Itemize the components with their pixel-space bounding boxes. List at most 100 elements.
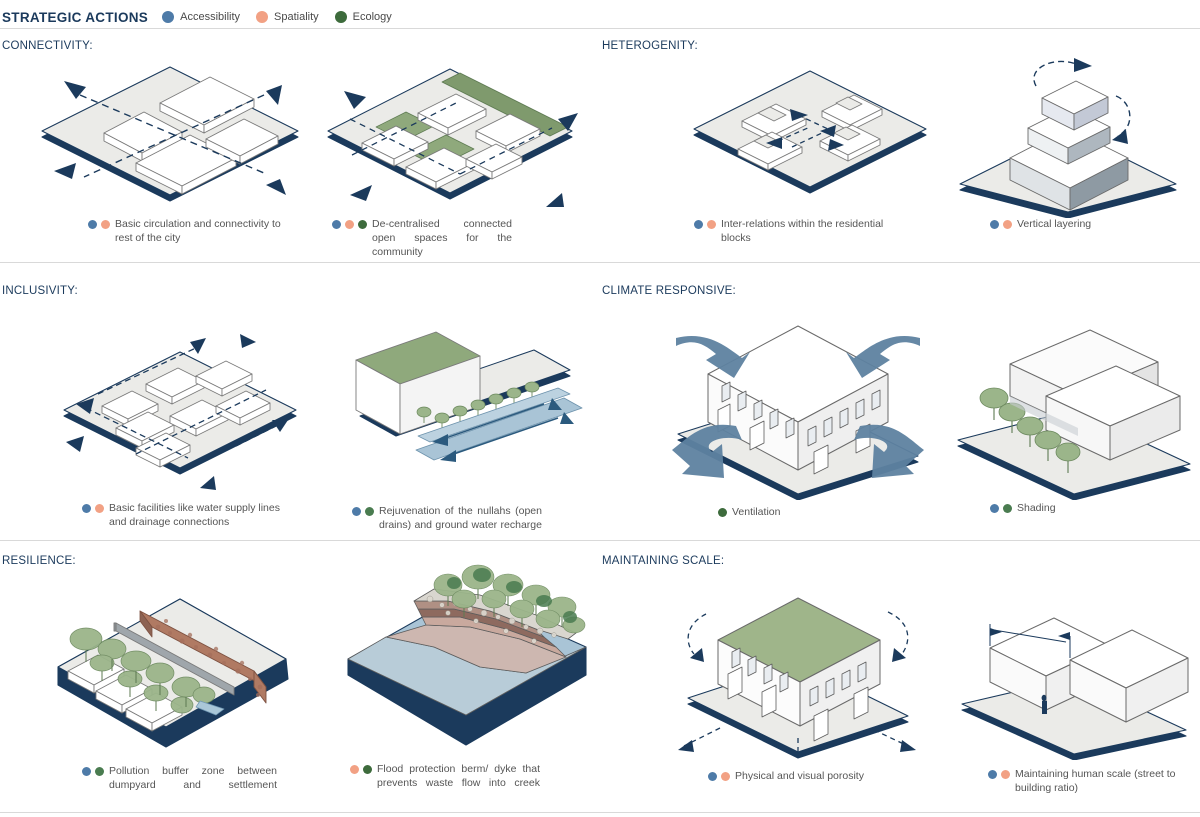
section-heading-heterogenity: HETEROGENITY:: [602, 40, 698, 52]
diagram-rejuvenation-nullahs: [355, 331, 583, 462]
section-heading-inclusivity: INCLUSIVITY:: [2, 285, 78, 297]
tag-dot-spatiality: [721, 772, 730, 781]
tag-dot-spatiality: [1003, 220, 1012, 229]
diagram-flood-protection-berm: [347, 564, 587, 746]
legend-label-accessibility: Accessibility: [180, 11, 241, 23]
caption-dots: [82, 502, 104, 513]
tag-dot-ecology: [718, 508, 727, 517]
caption-flood-protection-berm: Flood protection berm/ dyke that prevent…: [350, 763, 540, 805]
caption-physical-visual-porosity: Physical and visual porosity: [708, 770, 928, 784]
caption-text: Maintaining human scale (street to build…: [1015, 768, 1176, 794]
caption-dots: [988, 768, 1010, 779]
sheet-header: STRATEGIC ACTIONS Accessibility Spatiali…: [0, 6, 1200, 28]
cell-vertical-layering: Vertical layering: [950, 40, 1200, 255]
tag-dot-ecology: [363, 765, 372, 774]
caption-dots: [352, 505, 374, 516]
cell-rejuvenation-nullahs: Rejuvenation of the nullahs (open drains…: [320, 300, 610, 550]
tag-dot-accessibility: [332, 220, 341, 229]
tag-dot-spatiality: [95, 504, 104, 513]
tag-dot-spatiality: [345, 220, 354, 229]
caption-dots: [990, 218, 1012, 229]
row1-divider: [0, 262, 1200, 263]
caption-dots: [82, 765, 104, 776]
header-divider: [0, 28, 1200, 29]
tag-dot-ecology: [95, 767, 104, 776]
legend-label-ecology: Ecology: [352, 11, 392, 23]
cell-de-centralised-open-spaces: De-centralised connected open spaces for…: [310, 55, 600, 258]
cell-ventilation: Ventilation: [650, 300, 940, 550]
tag-dot-accessibility: [990, 220, 999, 229]
section-heading-climate-responsive: CLIMATE RESPONSIVE:: [602, 285, 736, 297]
tag-dot-ecology: [365, 507, 374, 516]
diagram-inter-relations: [693, 70, 927, 194]
caption-dots: [332, 218, 367, 229]
caption-dots: [694, 218, 716, 229]
tag-dot-ecology: [358, 220, 367, 229]
section-heading-connectivity: CONNECTIVITY:: [2, 40, 93, 52]
caption-dots: [88, 218, 110, 229]
legend-item-ecology: Ecology: [334, 11, 392, 23]
tag-dot-accessibility: [82, 504, 91, 513]
caption-text: Rejuvenation of the nullahs (open drains…: [379, 505, 542, 531]
caption-dots: [990, 502, 1012, 513]
caption-ventilation: Ventilation: [718, 506, 918, 520]
cell-pollution-buffer-zone: Pollution buffer zone between dumpyard a…: [40, 575, 320, 805]
caption-text: Shading: [1017, 502, 1056, 514]
caption-inter-relations-residential-blocks: Inter-relations within the residential b…: [694, 218, 904, 246]
cell-shading: Shading: [950, 320, 1200, 550]
caption-dots: [350, 763, 372, 774]
diagram-ventilation: [672, 325, 924, 500]
caption-shading: Shading: [990, 502, 1190, 516]
legend-dot-spatiality: [256, 11, 269, 23]
caption-text: Inter-relations within the residential b…: [721, 218, 884, 244]
legend-dot-ecology: [334, 11, 347, 23]
cell-inter-relations-residential-blocks: Inter-relations within the residential b…: [670, 55, 950, 255]
tag-dot-ecology: [1003, 504, 1012, 513]
diagram-pollution-buffer-zone: [57, 598, 289, 748]
cell-basic-facilities: Basic facilities like water supply lines…: [40, 320, 320, 550]
section-heading-maintaining-scale: MAINTAINING SCALE:: [602, 555, 725, 567]
row3-divider: [0, 812, 1200, 813]
caption-text: Flood protection berm/ dyke that prevent…: [377, 763, 540, 789]
tag-dot-accessibility: [352, 507, 361, 516]
section-heading-resilience: RESILIENCE:: [2, 555, 76, 567]
tag-dot-accessibility: [988, 770, 997, 779]
caption-dots: [708, 770, 730, 781]
diagram-physical-visual-porosity: [678, 597, 916, 759]
tag-dot-accessibility: [82, 767, 91, 776]
tag-dot-spatiality: [1001, 770, 1010, 779]
tag-dot-spatiality: [707, 220, 716, 229]
caption-dots: [718, 506, 727, 517]
diagram-maintaining-human-scale: [961, 617, 1189, 760]
caption-text: Vertical layering: [1017, 218, 1092, 230]
caption-basic-facilities: Basic facilities like water supply lines…: [82, 502, 292, 530]
caption-de-centralised-open-spaces: De-centralised connected open spaces for…: [332, 218, 512, 273]
tag-dot-accessibility: [708, 772, 717, 781]
caption-maintaining-human-scale: Maintaining human scale (street to build…: [988, 768, 1178, 796]
caption-text: De-centralised connected open spaces for…: [372, 218, 512, 258]
tag-dot-accessibility: [694, 220, 703, 229]
cell-physical-visual-porosity: Physical and visual porosity: [650, 580, 940, 810]
legend-item-accessibility: Accessibility: [162, 11, 240, 23]
caption-text: Pollution buffer zone between dumpyard a…: [109, 765, 277, 791]
caption-text: Basic facilities like water supply lines…: [109, 502, 280, 528]
caption-pollution-buffer-zone: Pollution buffer zone between dumpyard a…: [82, 765, 277, 807]
cell-maintaining-human-scale: Maintaining human scale (street to build…: [950, 590, 1200, 810]
cell-basic-circulation: Basic circulation and connectivity to re…: [40, 55, 320, 255]
caption-vertical-layering: Vertical layering: [990, 218, 1190, 232]
caption-text: Basic circulation and connectivity to re…: [115, 218, 281, 244]
legend: Accessibility Spatiality Ecology: [162, 11, 392, 23]
caption-text: Physical and visual porosity: [735, 770, 864, 782]
caption-basic-circulation: Basic circulation and connectivity to re…: [88, 218, 288, 246]
legend-dot-accessibility: [162, 11, 175, 23]
diagram-basic-circulation: [41, 66, 299, 202]
diagram-de-centralised-open-spaces: [327, 68, 578, 207]
tag-dot-spatiality: [350, 765, 359, 774]
cell-flood-protection-berm: Flood protection berm/ dyke that prevent…: [330, 555, 620, 805]
caption-text: Ventilation: [732, 506, 781, 518]
tag-dot-accessibility: [990, 504, 999, 513]
diagram-shading: [957, 329, 1191, 500]
tag-dot-accessibility: [88, 220, 97, 229]
tag-dot-spatiality: [101, 220, 110, 229]
